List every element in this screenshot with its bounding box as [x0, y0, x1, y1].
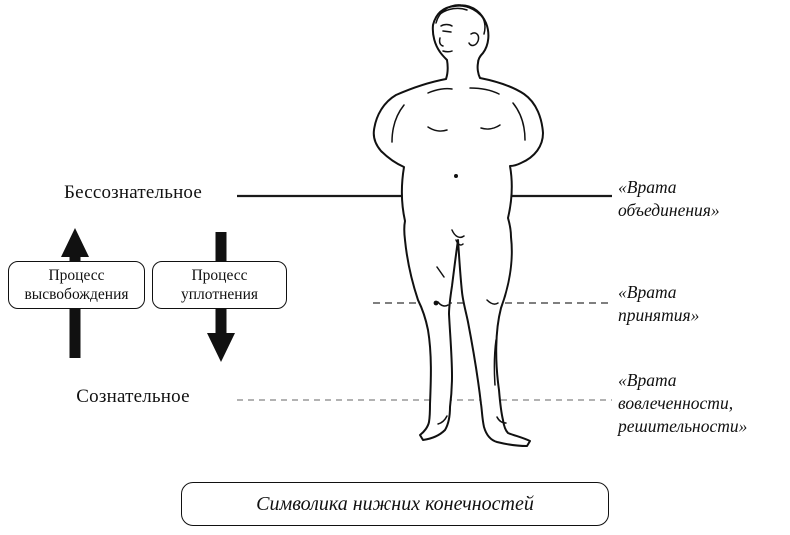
caption-box: Символика нижних конечностей: [181, 482, 609, 526]
knee-dot: [433, 300, 439, 306]
figure-silhouette: [372, 4, 544, 447]
condensation-process-line1: Процесс: [191, 266, 248, 284]
gate-involvement-label: «Врата вовлеченности, решительности»: [618, 369, 747, 438]
liberation-process-line1: Процесс: [48, 266, 105, 284]
liberation-process-line2: высвобождения: [24, 286, 129, 303]
gate-acceptance-line2: принятия»: [618, 305, 700, 326]
gate-union-line1: «Врата: [618, 177, 677, 197]
condensation-process-box: Процесс уплотнения: [152, 261, 287, 309]
caption-text: Символика нижних конечностей: [256, 492, 534, 515]
gate-involvement-line1: «Врата: [618, 370, 677, 390]
gate-acceptance-line1: «Врата: [618, 282, 677, 302]
liberation-process-box: Процесс высвобождения: [8, 261, 145, 309]
gate-involvement-line3: решительности»: [618, 416, 748, 437]
human-figure: [372, 4, 544, 447]
gate-union-line2: объединения»: [618, 200, 720, 221]
navel-dot: [454, 174, 458, 178]
gate-involvement-line2: вовлеченности,: [618, 393, 734, 414]
gate-acceptance-label: «Врата принятия»: [618, 281, 699, 327]
unconscious-label: Бессознательное: [63, 182, 202, 203]
conscious-label: Сознательное: [76, 386, 190, 407]
gate-union-label: «Врата объединения»: [618, 176, 720, 222]
figure-detail-strokes: [391, 4, 526, 425]
condensation-process-line2: уплотнения: [181, 286, 258, 303]
